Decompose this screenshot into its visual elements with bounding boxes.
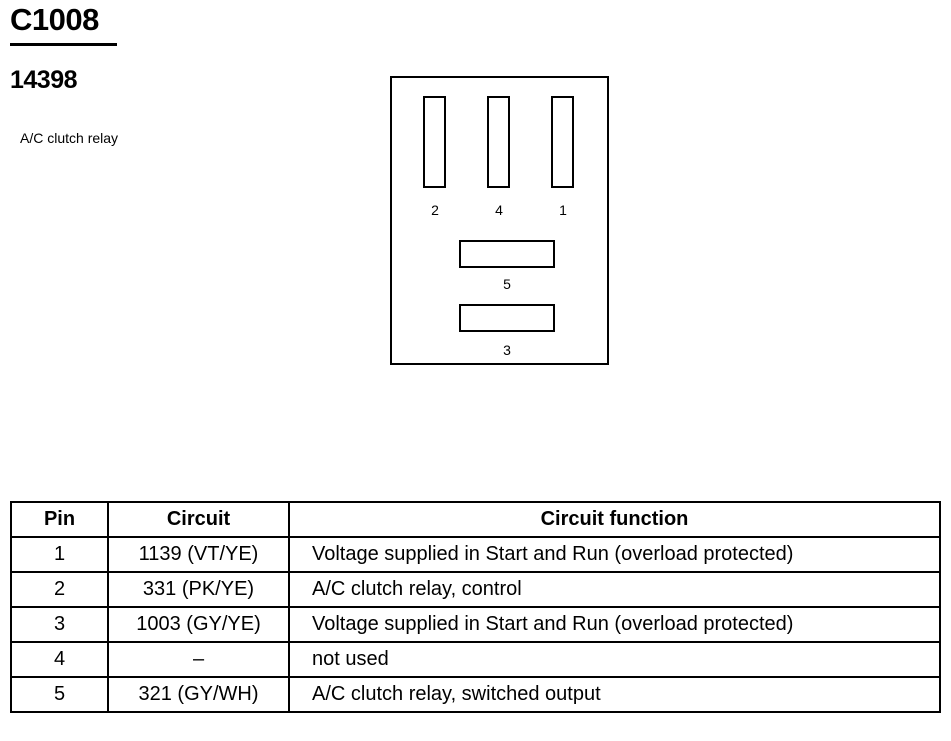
cell-pin: 2 (10, 571, 109, 608)
cell-function: Voltage supplied in Start and Run (overl… (288, 606, 941, 643)
part-number: 14398 (10, 66, 78, 94)
pin-label-5: 5 (503, 276, 511, 292)
header-pin: Pin (10, 501, 109, 538)
cell-circuit: 1003 (GY/YE) (107, 606, 290, 643)
cell-pin: 4 (10, 641, 109, 678)
cavity-pin-5 (459, 240, 555, 268)
cell-function: Voltage supplied in Start and Run (overl… (288, 536, 941, 573)
cavity-pin-4 (487, 96, 510, 188)
cell-function: not used (288, 641, 941, 678)
pin-label-1: 1 (559, 202, 567, 218)
header-circuit: Circuit (107, 501, 290, 538)
pin-label-4: 4 (495, 202, 503, 218)
table-row: 2 331 (PK/YE) A/C clutch relay, control (10, 571, 941, 608)
pin-label-2: 2 (431, 202, 439, 218)
cavity-pin-2 (423, 96, 446, 188)
pin-label-3: 3 (503, 342, 511, 358)
cell-circuit: 331 (PK/YE) (107, 571, 290, 608)
cell-pin: 1 (10, 536, 109, 573)
cell-pin: 3 (10, 606, 109, 643)
header-circuit-function: Circuit function (288, 501, 941, 538)
cavity-pin-3 (459, 304, 555, 332)
cell-circuit: – (107, 641, 290, 678)
connector-face-view: 2 4 1 5 3 (390, 76, 609, 365)
connector-id-underline (10, 43, 117, 46)
connector-id: C1008 (10, 2, 99, 37)
table-header-row: Pin Circuit Circuit function (10, 501, 941, 538)
pinout-table: Pin Circuit Circuit function 1 1139 (VT/… (10, 501, 941, 713)
table-row: 3 1003 (GY/YE) Voltage supplied in Start… (10, 606, 941, 643)
connector-description: A/C clutch relay (20, 130, 119, 146)
table-row: 1 1139 (VT/YE) Voltage supplied in Start… (10, 536, 941, 573)
cell-circuit: 321 (GY/WH) (107, 676, 290, 713)
cell-pin: 5 (10, 676, 109, 713)
cell-function: A/C clutch relay, control (288, 571, 941, 608)
cell-function: A/C clutch relay, switched output (288, 676, 941, 713)
cavity-pin-1 (551, 96, 574, 188)
table-row: 5 321 (GY/WH) A/C clutch relay, switched… (10, 676, 941, 713)
table-row: 4 – not used (10, 641, 941, 678)
cell-circuit: 1139 (VT/YE) (107, 536, 290, 573)
